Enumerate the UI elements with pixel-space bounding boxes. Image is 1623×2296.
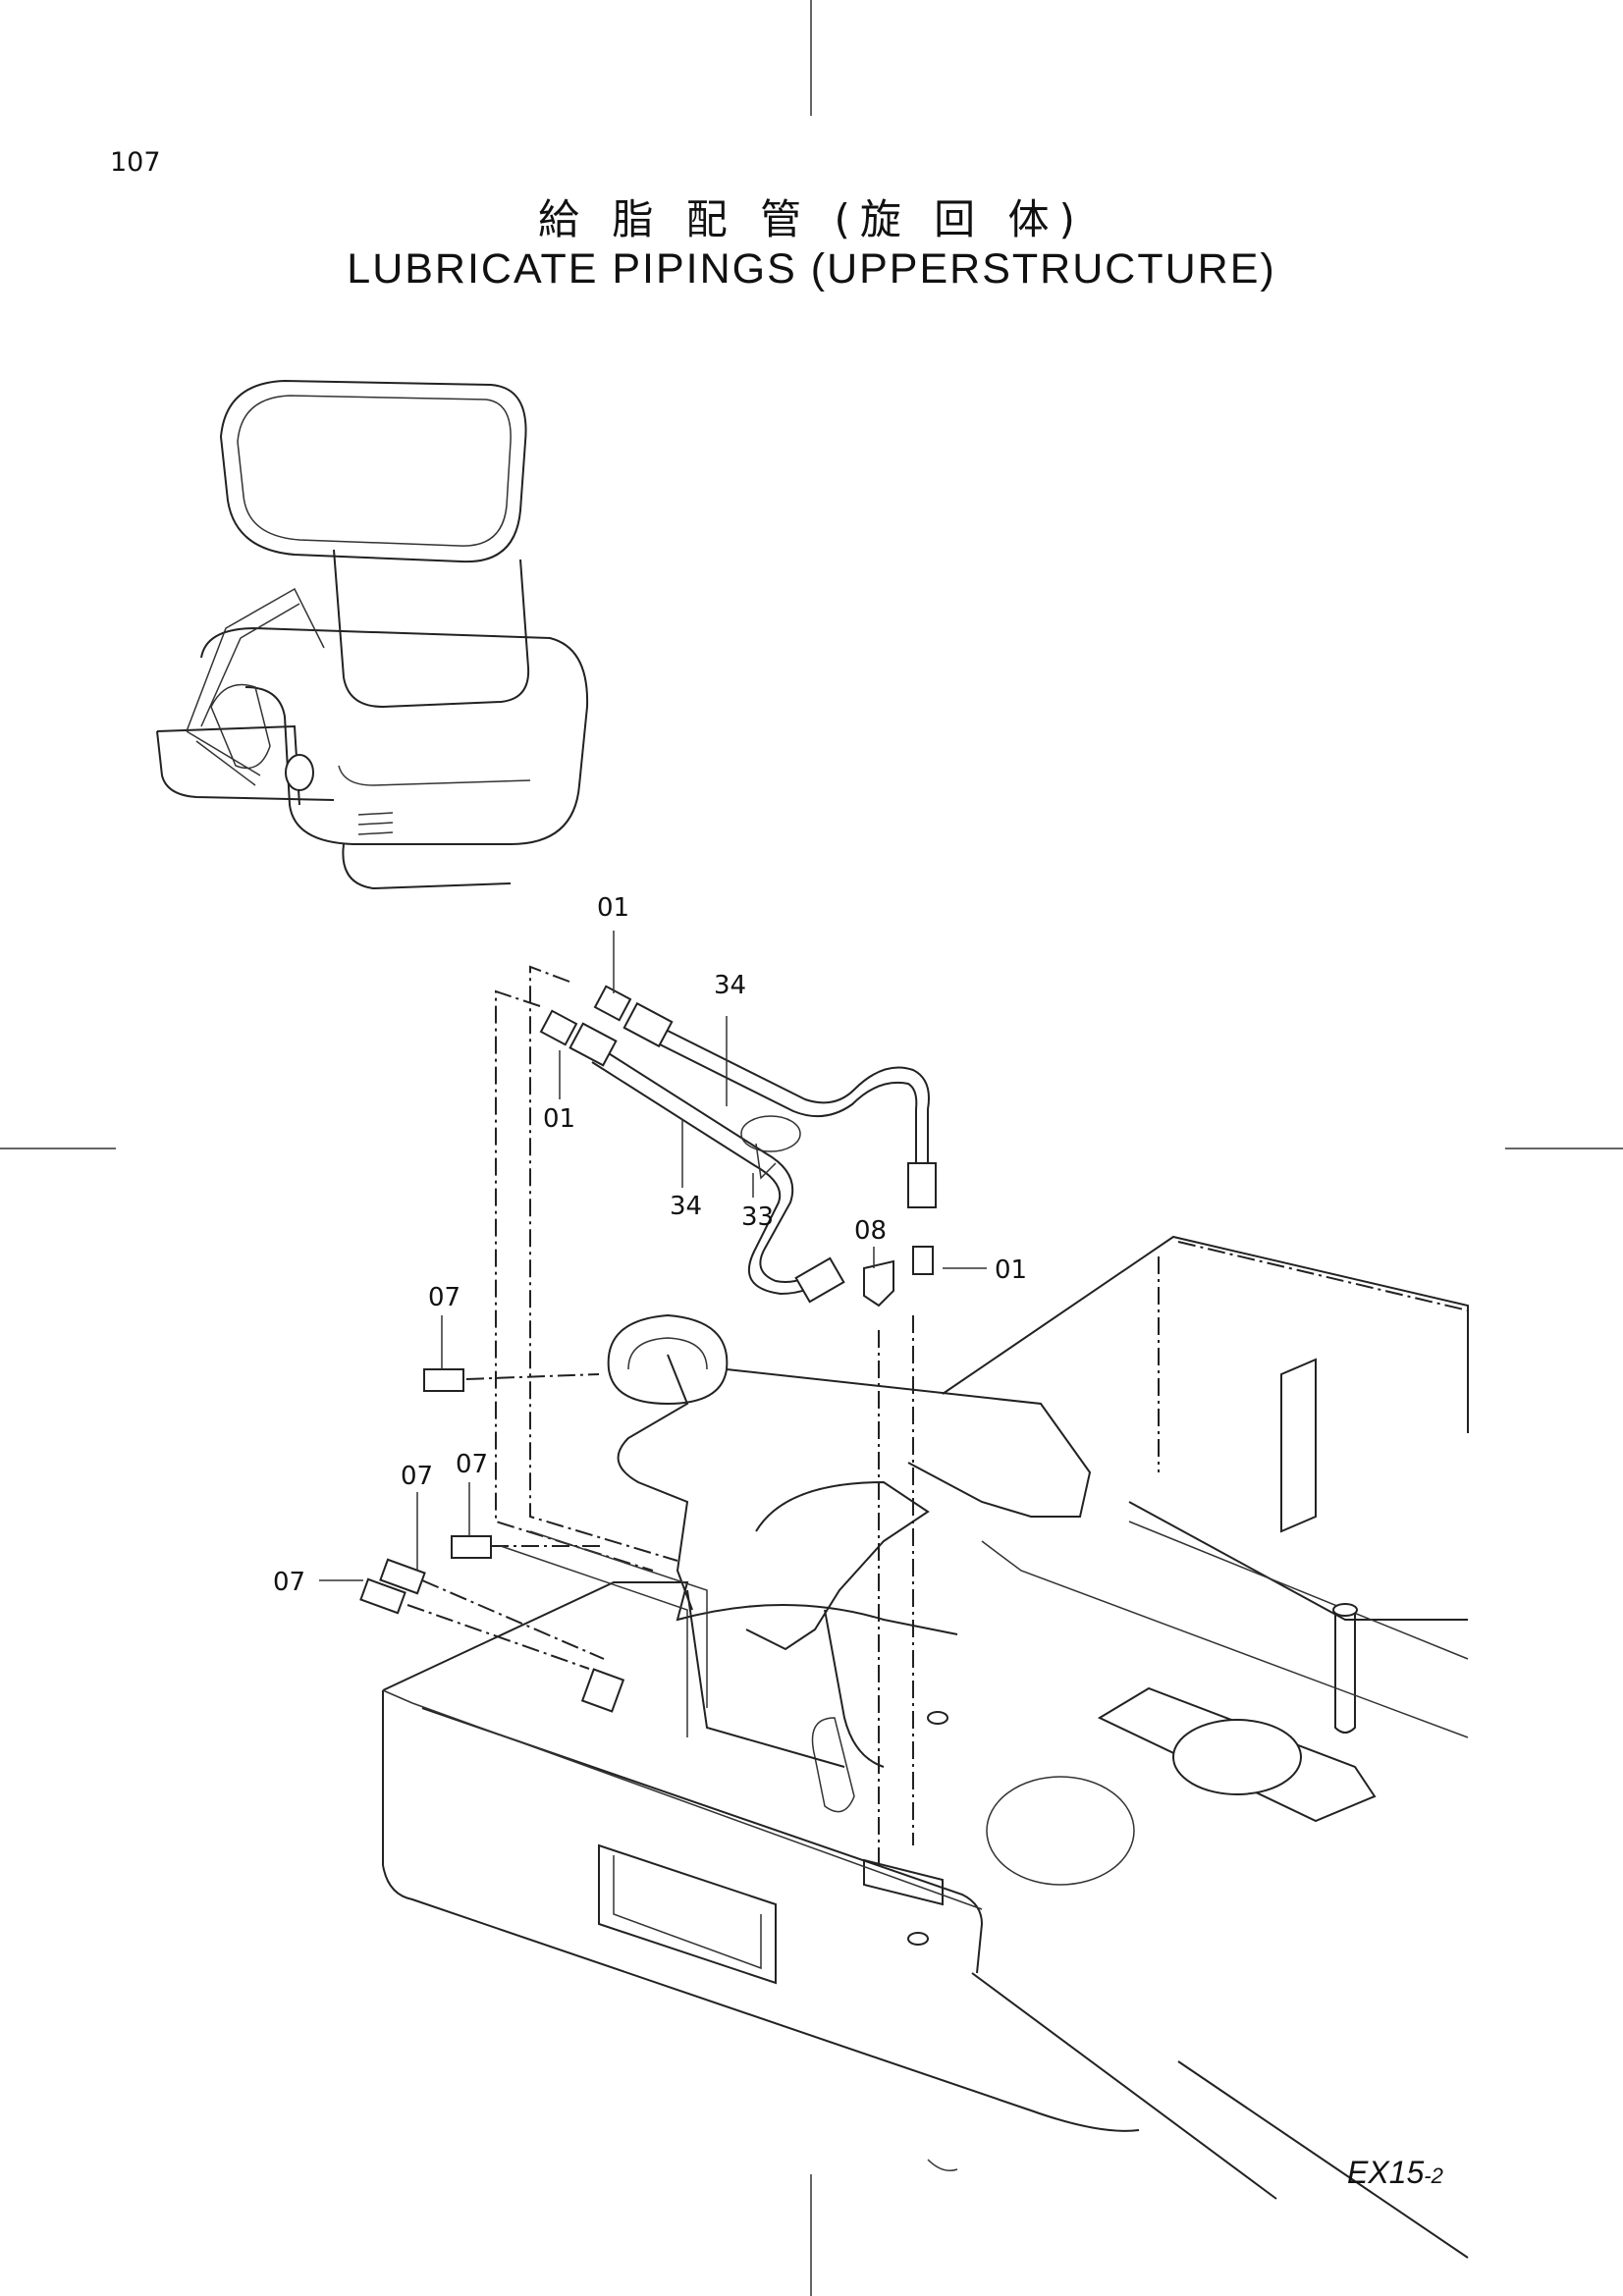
label-33: 33 (741, 1202, 774, 1232)
upperstructure-frame (382, 1235, 1469, 2259)
model-code: EX15-2 (1347, 2155, 1443, 2191)
machine-overview-inset (156, 379, 589, 890)
assembly-guide-lines (406, 965, 914, 1870)
label-07-lower: 07 (273, 1568, 305, 1597)
label-01-top: 01 (597, 893, 629, 923)
label-01-right: 01 (995, 1255, 1027, 1285)
label-34-bottom: 34 (670, 1192, 702, 1221)
label-34-top: 34 (714, 971, 746, 1000)
title-japanese: 給 脂 配 管 (旋 回 体) (538, 195, 1085, 243)
label-07-middle-b: 07 (401, 1462, 433, 1491)
label-01-left: 01 (543, 1104, 575, 1134)
model-code-suffix: -2 (1424, 2163, 1443, 2188)
hose-assemblies (359, 985, 937, 1713)
page-number: 107 (110, 147, 161, 178)
model-code-main: EX15 (1347, 2155, 1425, 2190)
title-english: LUBRICATE PIPINGS (UPPERSTRUCTURE) (347, 245, 1276, 293)
label-07-upper: 07 (428, 1283, 460, 1312)
label-08: 08 (854, 1216, 887, 1246)
label-07-middle-a: 07 (456, 1450, 488, 1479)
part-callouts: 01 01 01 34 34 33 08 07 07 07 07 (273, 893, 1027, 1597)
